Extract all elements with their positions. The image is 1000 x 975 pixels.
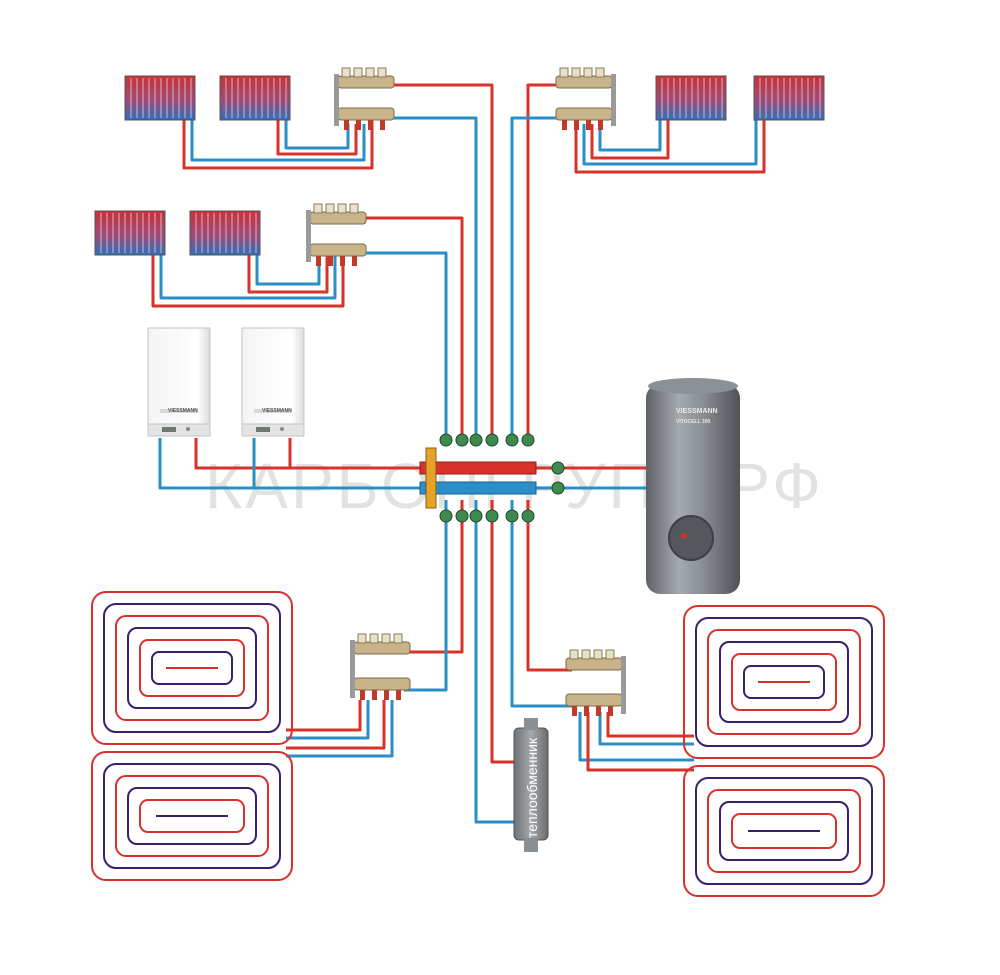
manifold	[306, 203, 367, 266]
radiator	[189, 210, 261, 256]
underfloor-loop	[683, 605, 885, 759]
underfloor-loop	[683, 765, 885, 897]
manifold	[334, 67, 395, 130]
manifold	[350, 633, 411, 700]
radiator	[124, 75, 196, 121]
pump-group	[439, 433, 565, 523]
storage-tank	[646, 378, 740, 594]
manifold	[555, 67, 616, 130]
wall-boiler	[241, 327, 305, 437]
boiler-brand: VIESSMANN	[168, 408, 198, 414]
heat-exchanger-label: теплообменник	[524, 737, 540, 838]
radiator	[753, 75, 825, 121]
supply-pipe	[526, 83, 558, 440]
boiler-brand: VIESSMANN	[262, 408, 292, 414]
supply-pipe	[365, 216, 464, 440]
underfloor-loop	[91, 751, 293, 881]
radiator	[655, 75, 727, 121]
hydraulic-separator	[419, 447, 537, 509]
tank-model: VITOCELL 300	[676, 419, 710, 425]
tank-brand: VIESSMANN	[676, 408, 718, 415]
heat-exchanger	[513, 718, 549, 852]
underfloor-loop	[91, 591, 293, 745]
return-pipe	[365, 251, 448, 440]
manifold	[565, 649, 626, 716]
return-pipe	[392, 116, 478, 440]
radiator	[94, 210, 166, 256]
supply-pipe	[392, 83, 494, 440]
pipe-network	[151, 83, 766, 824]
radiator	[219, 75, 291, 121]
wall-boiler	[147, 327, 211, 437]
return-pipe	[510, 116, 558, 440]
